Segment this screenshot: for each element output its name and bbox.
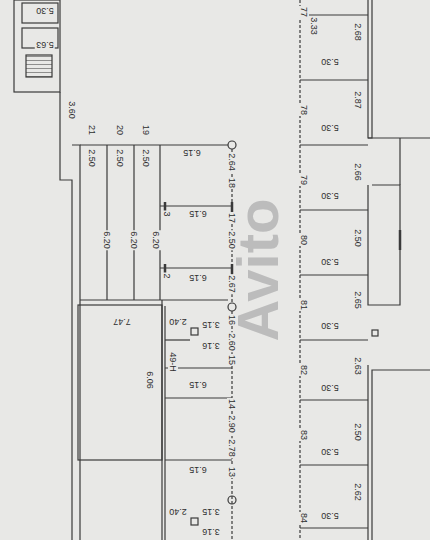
dimension-label: 20 — [115, 124, 125, 136]
dimension-label: 5.63 — [35, 40, 55, 50]
dimension-label: 6.15 — [182, 148, 202, 158]
dimension-label: 80 — [299, 234, 309, 246]
dimension-label: 6.15 — [188, 209, 208, 219]
dimension-label: 3.16 — [201, 341, 221, 351]
dimension-label: 2.78 — [227, 438, 237, 458]
dimension-label: 49-H — [168, 351, 178, 373]
dimension-label: 5.30 — [320, 57, 340, 67]
stair-wall — [14, 0, 60, 92]
dimension-label: 21 — [87, 124, 97, 136]
dimension-label: 5.30 — [320, 257, 340, 267]
dimension-label: 5.30 — [320, 447, 340, 457]
dimension-label: 79 — [299, 174, 309, 186]
dimension-label: 5.30 — [320, 191, 340, 201]
dimension-label: 2.87 — [353, 90, 363, 110]
dimension-label: 5.30 — [320, 123, 340, 133]
dimension-label: 5.30 — [35, 6, 55, 16]
dimension-label: 2.50 — [115, 148, 125, 168]
dimension-label: 84 — [299, 512, 309, 524]
dimension-label: 77 — [299, 6, 309, 18]
dimension-label: 2.66 — [353, 162, 363, 182]
dimension-label: 2.65 — [353, 290, 363, 310]
dimension-label: 5.30 — [320, 321, 340, 331]
dimension-label: 3.15 — [201, 507, 221, 517]
dimension-label: 3.16 — [201, 527, 221, 537]
dimension-label: 3.33 — [309, 16, 319, 36]
dimension-label: 2 — [162, 272, 172, 279]
dimension-label: 18 — [227, 177, 237, 189]
dimension-label: 6.20 — [102, 230, 112, 250]
dimension-label: 6.06 — [145, 370, 155, 390]
dimension-label: 14 — [227, 398, 237, 410]
dimension-label: 2.40 — [168, 317, 188, 327]
dimension-label: 6.15 — [188, 465, 208, 475]
dimension-label: 3.15 — [201, 320, 221, 330]
dimension-label: 81 — [299, 299, 309, 311]
dimension-label: 78 — [299, 104, 309, 116]
dimension-label: 2.68 — [353, 22, 363, 42]
dimension-label: 2.40 — [168, 507, 188, 517]
dimension-label: 2.50 — [353, 422, 363, 442]
dimension-label: 2.50 — [87, 148, 97, 168]
dimension-label: 2.50 — [141, 148, 151, 168]
dimension-label: 15 — [227, 354, 237, 366]
dimension-label: 2.62 — [353, 482, 363, 502]
dimension-label: 6.20 — [151, 230, 161, 250]
dimension-label: 19 — [141, 124, 151, 136]
dimension-label: 2.50 — [353, 228, 363, 248]
dimension-label: 2.63 — [353, 356, 363, 376]
dimension-label: 7.47 — [112, 317, 132, 327]
dimension-label: 3.60 — [67, 100, 77, 120]
dimension-label: 5.30 — [320, 511, 340, 521]
dimension-label: 2.64 — [227, 152, 237, 172]
watermark: Avito — [228, 198, 288, 343]
dimension-label: 2.90 — [227, 414, 237, 434]
dimension-label: 82 — [299, 364, 309, 376]
dimension-label: 6.20 — [129, 230, 139, 250]
dimension-label: 3 — [162, 210, 172, 217]
dimension-label: 6.15 — [188, 273, 208, 283]
dimension-label: 83 — [299, 429, 309, 441]
dimension-label: 5.30 — [320, 383, 340, 393]
dimension-label: 6.15 — [188, 380, 208, 390]
dimension-label: 13 — [227, 466, 237, 478]
